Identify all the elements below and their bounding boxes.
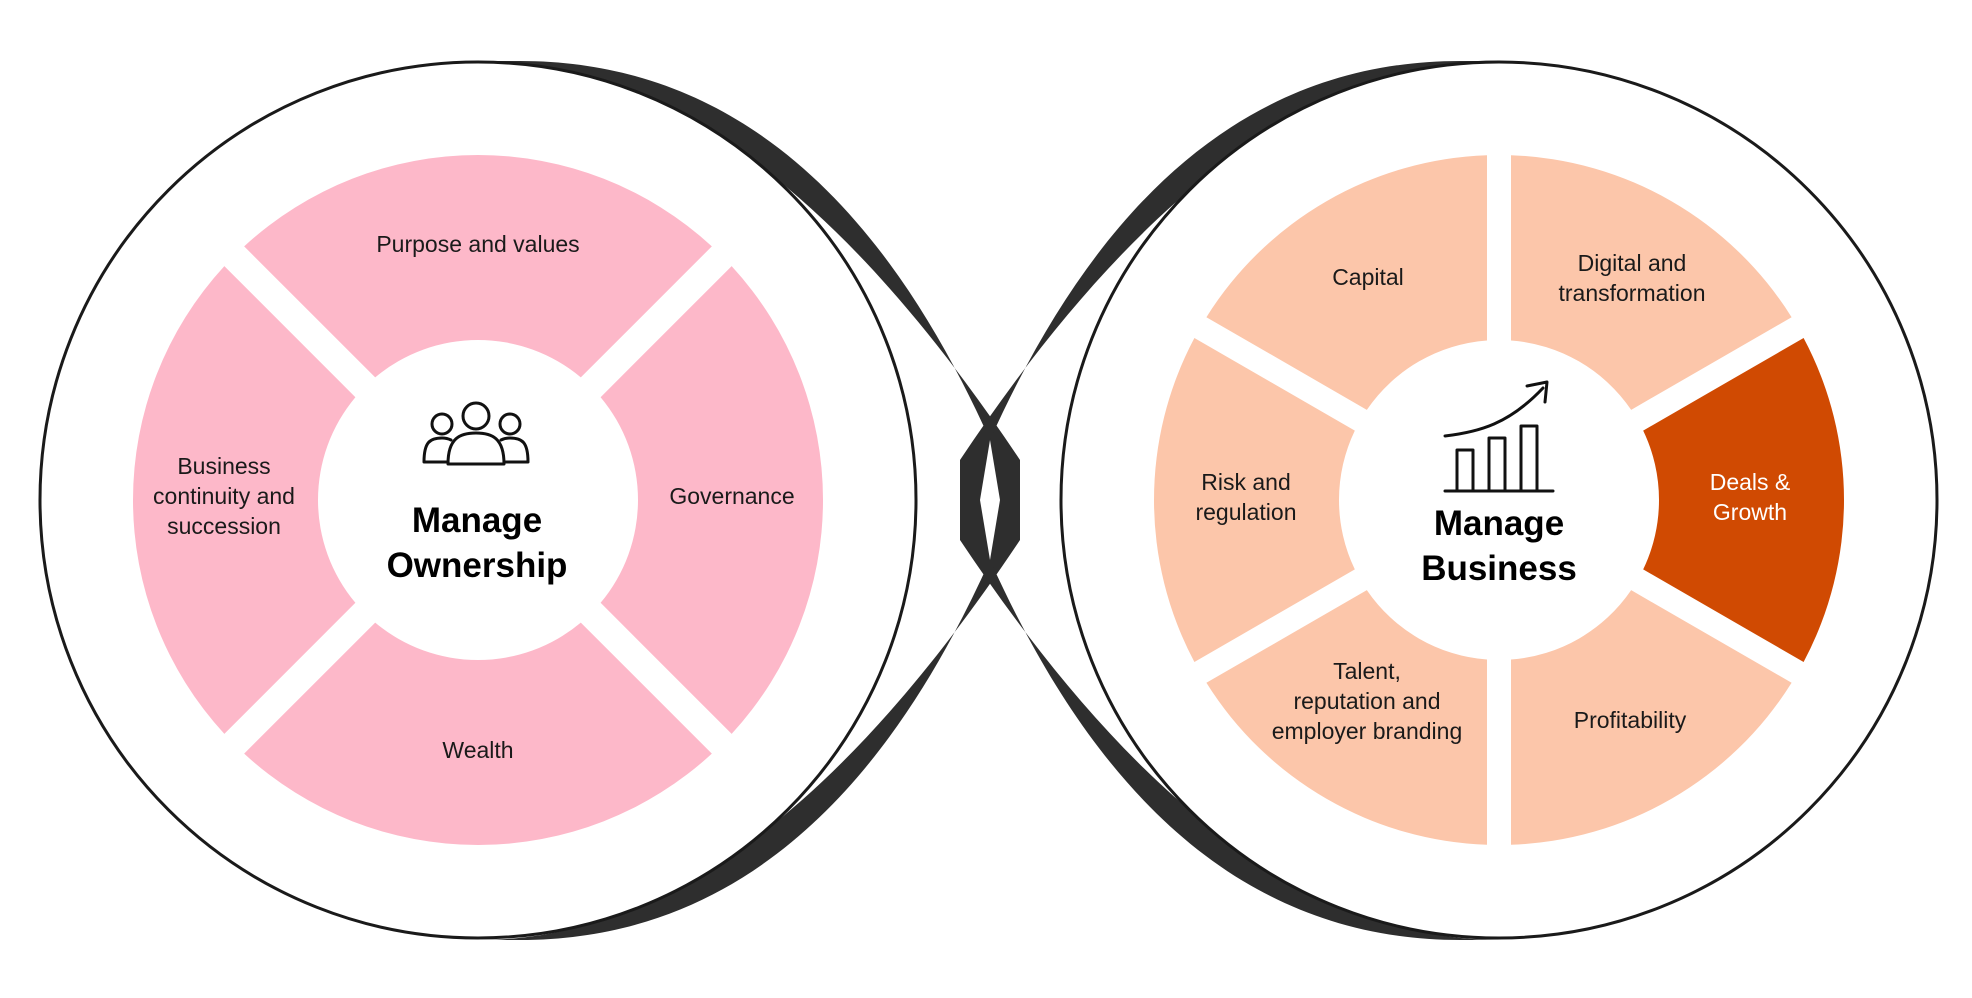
ownership-segment-continuity [133,266,356,734]
infinity-ribbon [480,61,1020,940]
business-label-profitability: Profitability [1574,707,1687,733]
ownership-segment-purpose [244,155,712,378]
ownership-label-purpose: Purpose and values [376,231,579,257]
ownership-hub: Manage Ownership [387,401,568,585]
ownership-label-wealth: Wealth [442,737,513,763]
people-group-icon [422,401,530,466]
business-segment-profitability [1511,590,1792,845]
infinity-ribbon-right [960,61,1500,940]
business-segment-digital [1511,155,1792,410]
business-segment-capital [1206,155,1487,410]
business-label-deals: Deals &Growth [1710,469,1791,525]
business-label-capital: Capital [1332,264,1404,290]
business-hub: Manage Business [1421,380,1577,588]
business-title-line2: Business [1421,549,1577,588]
ownership-segment-wealth [244,622,712,845]
growth-chart-icon [1443,380,1555,493]
ownership-outer-circle [38,60,918,940]
ownership-label-governance: Governance [669,483,794,509]
business-segment-talent [1206,590,1487,845]
ownership-segment-governance [600,266,823,734]
ownership-title-line1: Manage [412,501,542,540]
business-segment-deals [1643,337,1844,663]
business-segment-risk [1154,337,1355,663]
ownership-title-line2: Ownership [387,546,568,585]
business-title-line1: Manage [1434,504,1564,543]
